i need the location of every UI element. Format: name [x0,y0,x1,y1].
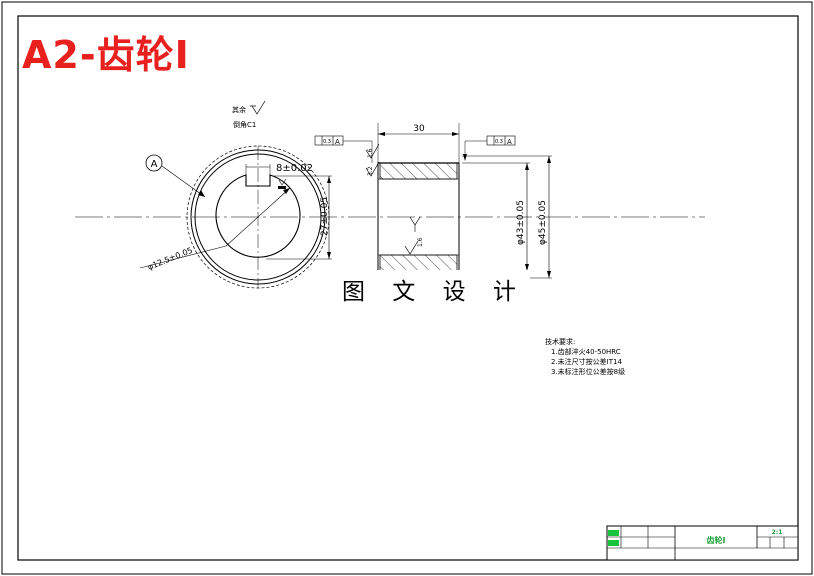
roughness-bore: 1.6 [417,237,424,247]
tech-note-item: 3.未标注形位公差按8级 [551,368,626,376]
keyway-width-dim: 8±0.02 [276,163,313,174]
tech-notes-heading: 技术要求: [545,338,576,346]
bore-diameter-dim: φ12.5±0.05 [146,246,194,272]
tech-note-item: 1.齿部淬火40-50HRC [551,348,621,356]
tolerance-left-datum: A [335,138,340,146]
inner-frame [17,15,799,561]
datum-label: A [151,159,158,170]
technical-requirements: 技术要求: 1.齿部淬火40-50HRC 2.未注尺寸按公差IT14 3.未标注… [545,337,625,377]
width-dim: 30 [413,124,425,134]
tolerance-left-value: 0.3 [323,139,331,145]
title-block-scale: 2:1 [772,529,783,536]
roughness-side: 3.2 [367,166,374,176]
inner-diameter-dim: φ43±0.05 [516,200,526,245]
title-block [606,525,799,561]
keyway-depth-dim: 27±0.05 [320,197,330,236]
surface-note: 其余 [232,105,246,114]
title-block-part-name: 齿轮Ⅰ [707,535,726,545]
outer-diameter-dim: φ45±0.05 [538,200,548,245]
drawing-title: A2-齿轮Ⅰ [22,33,190,77]
chamfer-note: 倒角C1 [233,120,256,129]
roughness-top: 1.6 [367,148,374,158]
gear-end-view [139,100,332,289]
watermark: 图 文 设 计 [338,270,530,308]
tech-note-item: 2.未注尺寸按公差IT14 [551,358,622,366]
tolerance-right-value: 0.3 [495,139,503,145]
tolerance-right-datum: A [507,138,512,146]
